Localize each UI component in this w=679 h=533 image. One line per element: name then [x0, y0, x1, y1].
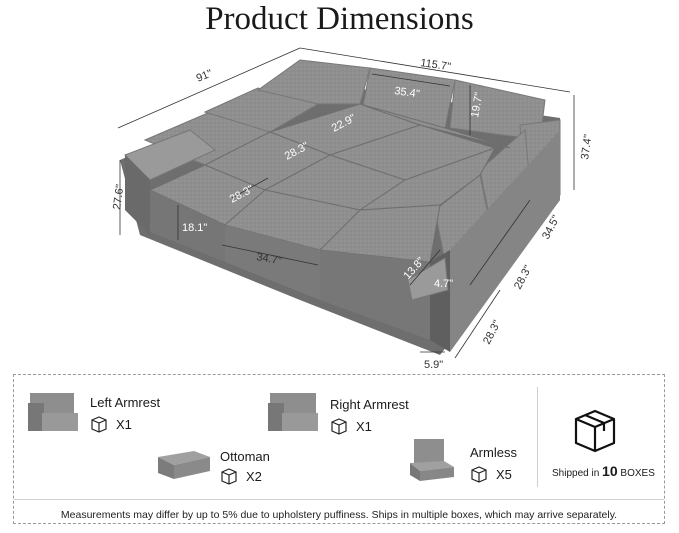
box-icon: [331, 418, 347, 435]
dim-arm-width: 5.9": [424, 359, 443, 370]
ottoman-label: Ottoman: [220, 449, 270, 464]
horizontal-divider: [14, 499, 664, 500]
shipping-info: Shipped in 10 BOXES: [552, 463, 655, 479]
armless-label: Armless: [470, 445, 517, 460]
dim-seat-width: 34.7": [255, 251, 282, 267]
dim-back-height: 19.7": [469, 91, 485, 118]
vertical-divider: [537, 387, 538, 487]
shipping-count: 10: [602, 463, 618, 479]
ottoman-front: [225, 225, 320, 300]
right-armrest-label: Right Armrest: [330, 397, 409, 412]
left-armrest-qty: X1: [116, 417, 132, 432]
dim-back-width: 35.4": [394, 85, 421, 100]
left-arm: [125, 155, 150, 235]
dim-arm-top-width: 4.7": [434, 278, 453, 290]
box-icon: [221, 468, 237, 485]
seat-front-right: [320, 250, 430, 340]
ottoman-image: [158, 451, 210, 479]
shipping-prefix: Shipped in: [552, 468, 600, 479]
dim-side-height: 27.6": [111, 184, 126, 211]
armless-qty: X5: [496, 467, 512, 482]
shipping-box-icon: [574, 409, 616, 453]
left-armrest-image: [28, 393, 78, 431]
right-arm-side: [450, 130, 560, 352]
sofa-diagram: 91" 115.7" 35.4" 19.7" 22.9" 28.3" 28.3"…: [111, 47, 595, 370]
right-pillow: [407, 257, 449, 301]
dim-overall-height: 37.4": [579, 134, 594, 161]
components-panel: Left Armrest X1 Right Armrest X1 Ottoman…: [13, 374, 665, 524]
armless-image: [410, 439, 454, 481]
disclaimer-note: Measurements may differ by up to 5% due …: [60, 509, 618, 521]
right-armrest-qty: X1: [356, 419, 372, 434]
right-armrest-image: [268, 393, 318, 431]
dim-width: 115.7": [420, 57, 452, 73]
seat-cushions: [148, 103, 511, 263]
seat-front-left: [150, 190, 225, 262]
box-icon: [471, 466, 487, 483]
dimension-lines: [117, 47, 575, 359]
box-icon: [91, 416, 107, 433]
page-title: Product Dimensions: [205, 1, 474, 37]
dim-seat-height: 18.1": [182, 222, 207, 234]
dim-right-seat-b: 28.3": [481, 318, 504, 346]
ottoman-qty: X2: [246, 469, 262, 484]
shipping-suffix: BOXES: [620, 468, 655, 479]
dim-right-seat-a: 28.3": [512, 263, 535, 291]
left-armrest-label: Left Armrest: [90, 395, 161, 410]
dim-depth: 91": [195, 68, 215, 85]
